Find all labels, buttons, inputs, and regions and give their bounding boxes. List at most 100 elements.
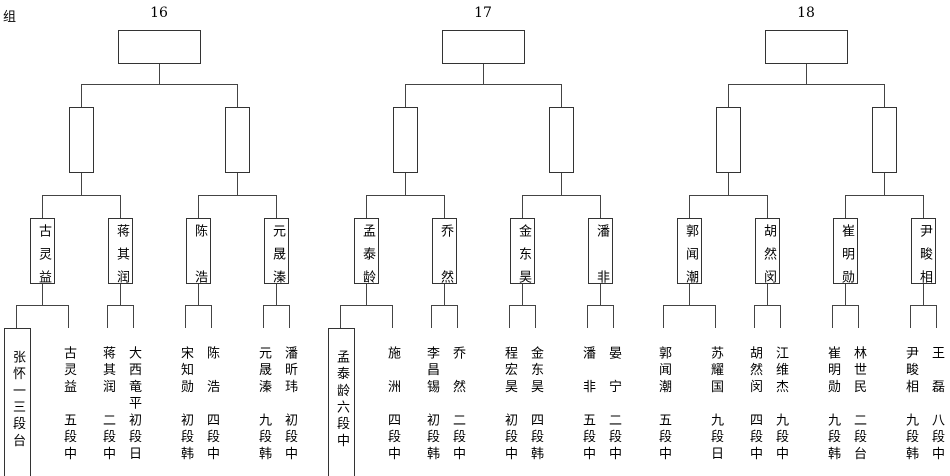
player-rank: 初段日 xyxy=(126,412,141,463)
semifinal-slot[interactable] xyxy=(393,107,418,173)
quarterfinal-slot[interactable] xyxy=(510,218,535,284)
bracket-line xyxy=(509,305,536,306)
quarterfinal-slot[interactable] xyxy=(186,218,211,284)
player-rank: 八段中 xyxy=(929,412,944,463)
bracket-line xyxy=(728,173,729,195)
quarterfinal-name: 陈浩 xyxy=(192,224,207,316)
bracket-line xyxy=(767,284,768,305)
player-rank: 五段中 xyxy=(580,412,595,463)
bracket-line xyxy=(457,305,458,328)
player-name: 蒋其润 xyxy=(100,346,115,397)
player-rank: 五段中 xyxy=(656,412,671,463)
player-name: 施洲 xyxy=(385,346,400,413)
bracket-line xyxy=(845,195,924,196)
quarterfinal-slot[interactable] xyxy=(264,218,289,284)
bracket-line xyxy=(133,305,134,328)
bracket-line xyxy=(923,195,924,218)
seeded-player-rank: 六段中 xyxy=(334,400,349,451)
bracket-line xyxy=(42,195,43,218)
quarterfinal-slot[interactable] xyxy=(588,218,613,284)
player-name: 尹畯相 xyxy=(903,346,918,397)
player-rank: 九段韩 xyxy=(256,412,271,463)
player-name: 程宏昊 xyxy=(502,346,517,397)
quarterfinal-slot[interactable] xyxy=(755,218,780,284)
player-name: 乔然 xyxy=(450,346,465,413)
bracket-line xyxy=(600,195,601,218)
player-rank: 初段韩 xyxy=(424,412,439,463)
bracket-line xyxy=(185,305,212,306)
bracket-line xyxy=(832,305,859,306)
quarterfinal-slot[interactable] xyxy=(833,218,858,284)
semifinal-slot[interactable] xyxy=(716,107,741,173)
bracket-line xyxy=(405,84,562,85)
bracket-line xyxy=(107,305,108,328)
group-number: 17 xyxy=(474,5,492,21)
final-slot[interactable] xyxy=(442,30,525,64)
bracket-line xyxy=(211,305,212,328)
quarterfinal-name: 潘非 xyxy=(594,224,609,316)
bracket-line xyxy=(780,305,781,328)
semifinal-slot[interactable] xyxy=(69,107,94,173)
bracket-line xyxy=(522,284,523,305)
bracket-line xyxy=(276,284,277,305)
player-rank: 初段韩 xyxy=(178,412,193,463)
bracket-line xyxy=(910,305,937,306)
player-name: 大西竜平 xyxy=(126,346,141,413)
bracket-line xyxy=(923,284,924,305)
quarterfinal-slot[interactable] xyxy=(911,218,936,284)
bracket-line xyxy=(884,84,885,107)
final-slot[interactable] xyxy=(118,30,201,64)
bracket-line xyxy=(587,305,588,328)
semifinal-slot[interactable] xyxy=(225,107,250,173)
bracket-line xyxy=(522,195,601,196)
bracket-line xyxy=(663,305,664,328)
bracket-line xyxy=(832,305,833,328)
bracket-line xyxy=(120,195,121,218)
final-slot[interactable] xyxy=(765,30,848,64)
seeded-player-name: 孟泰龄 xyxy=(334,350,349,401)
seeded-player-box xyxy=(4,328,31,476)
bracket-line xyxy=(561,173,562,195)
quarterfinal-slot[interactable] xyxy=(108,218,133,284)
bracket-line xyxy=(806,64,807,84)
semifinal-slot[interactable] xyxy=(549,107,574,173)
player-name: 陈浩 xyxy=(204,346,219,413)
bracket-line xyxy=(237,173,238,195)
bracket-line xyxy=(600,284,601,305)
bracket-line xyxy=(81,84,82,107)
bracket-line xyxy=(185,305,186,328)
bracket-line xyxy=(845,195,846,218)
seeded-player-name: 张怀一 xyxy=(10,350,25,401)
quarterfinal-name: 元晟溱 xyxy=(270,224,285,293)
bracket-line xyxy=(340,305,393,306)
bracket-line xyxy=(715,305,716,328)
bracket-line xyxy=(910,305,911,328)
player-rank: 九段韩 xyxy=(903,412,918,463)
bracket-line xyxy=(81,84,238,85)
player-rank: 初段中 xyxy=(282,412,297,463)
bracket-line xyxy=(754,305,755,328)
bracket-line xyxy=(535,305,536,328)
quarterfinal-slot[interactable] xyxy=(354,218,379,284)
quarterfinal-slot[interactable] xyxy=(432,218,457,284)
bracket-line xyxy=(42,284,43,305)
bracket-line xyxy=(728,84,729,107)
bracket-line xyxy=(16,305,69,306)
seeded-player-box xyxy=(328,328,355,476)
quarterfinal-slot[interactable] xyxy=(677,218,702,284)
player-rank: 二段台 xyxy=(851,412,866,463)
bracket-line xyxy=(522,195,523,218)
bracket-line xyxy=(340,305,341,328)
player-rank: 四段中 xyxy=(204,412,219,463)
semifinal-slot[interactable] xyxy=(872,107,897,173)
quarterfinal-slot[interactable] xyxy=(30,218,55,284)
player-name: 潘非 xyxy=(580,346,595,413)
bracket-line xyxy=(16,305,17,328)
bracket-line xyxy=(107,305,134,306)
player-name: 宋知勋 xyxy=(178,346,193,397)
player-name: 崔明勋 xyxy=(825,346,840,397)
bracket-line xyxy=(366,195,367,218)
bracket-line xyxy=(689,195,768,196)
bracket-line xyxy=(120,284,121,305)
